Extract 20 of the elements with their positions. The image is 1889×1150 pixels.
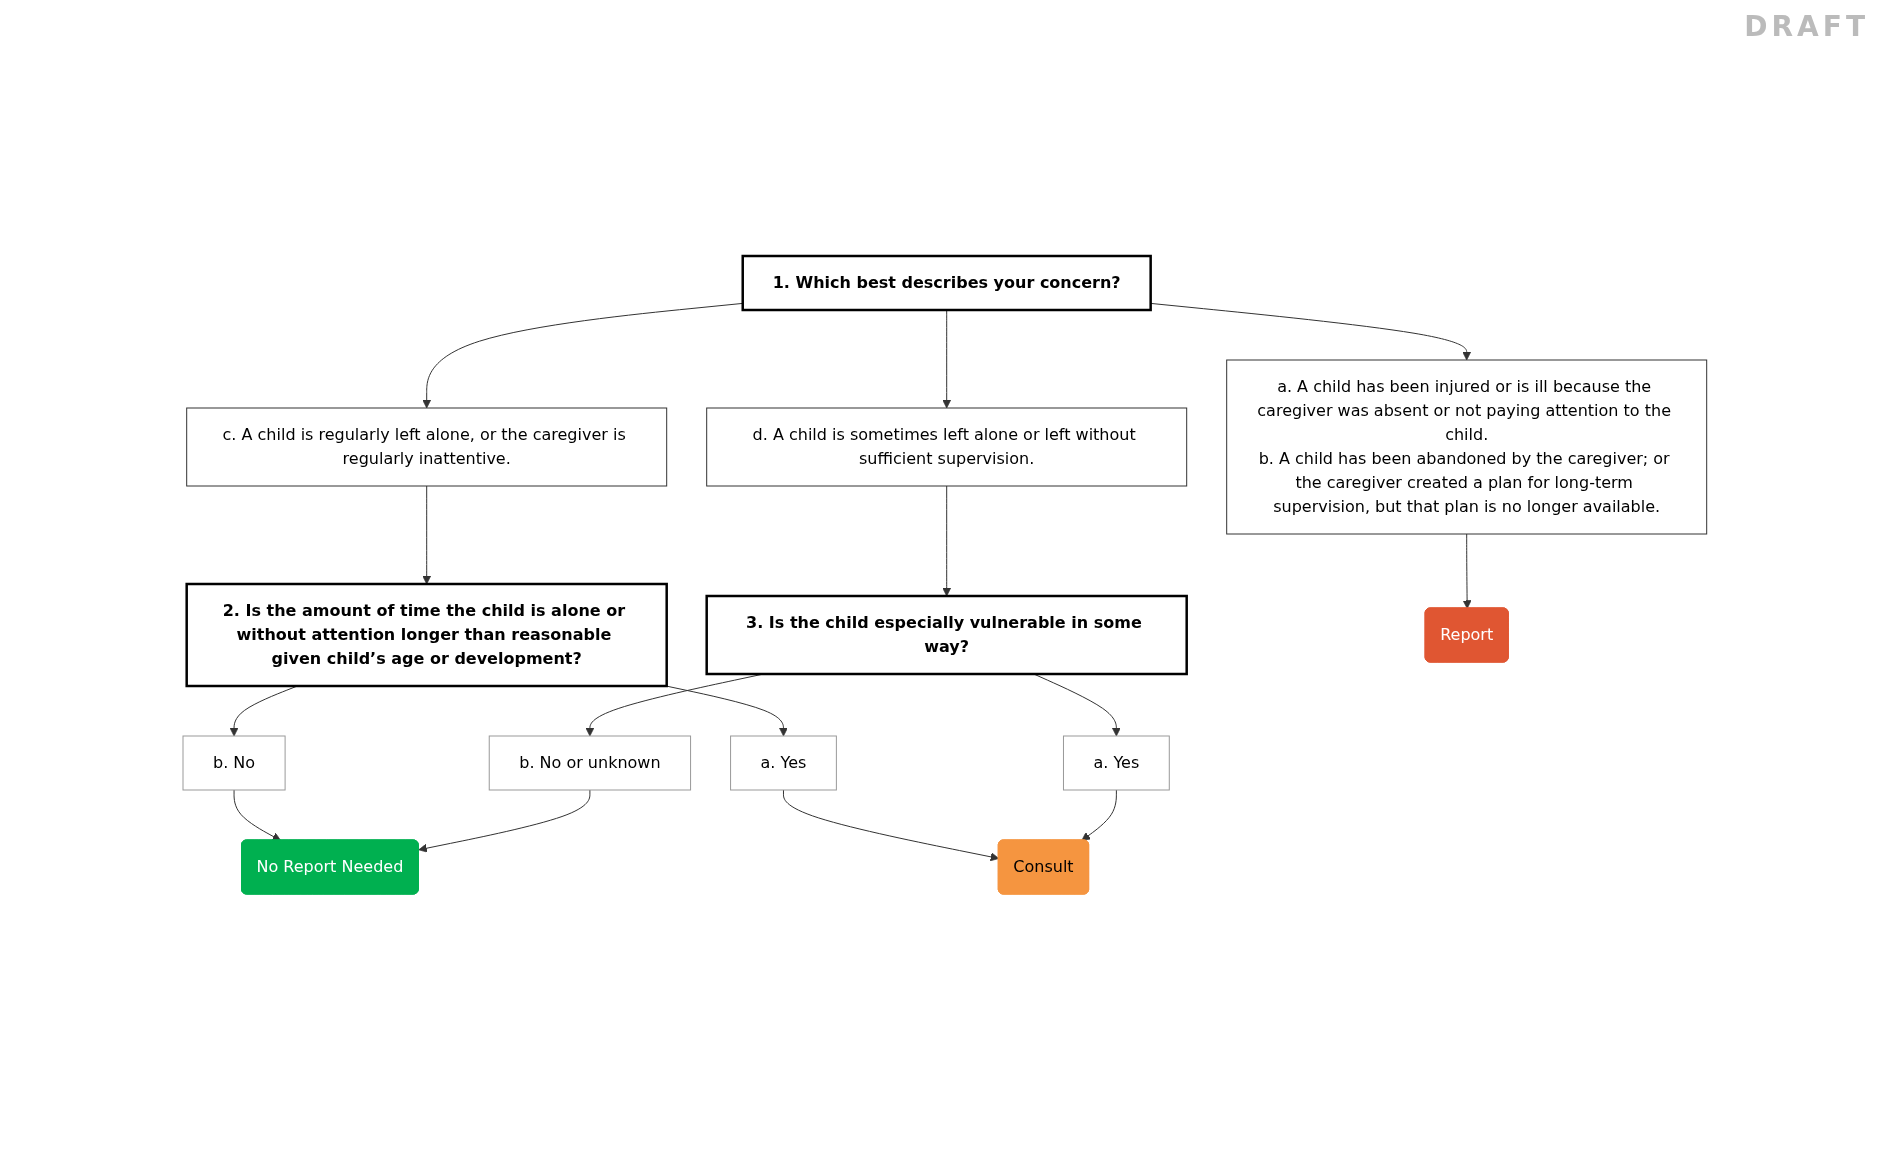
node-box: a. Yes	[1062, 735, 1170, 791]
arrow	[941, 485, 951, 597]
arrow	[233, 789, 281, 841]
node-box: 2. Is the amount of time the child is alone or without attention longer than reasonable given child’s age or development?	[185, 582, 668, 688]
node-box: d. A child is sometimes left alone or left without sufficient supervision.	[705, 407, 1187, 487]
arrow	[1081, 789, 1117, 841]
node-box: c. A child is regularly left alone, or the caregiver is regularly inattentive.	[185, 407, 667, 487]
arrow	[421, 485, 431, 585]
node-box: 1. Which best describes your concern?	[741, 254, 1152, 312]
arrow	[421, 302, 743, 409]
arrow	[665, 685, 788, 737]
node-box: 3. Is the child especially vulnerable in some way?	[705, 594, 1188, 676]
node-box: b. No	[182, 735, 286, 791]
arrow	[782, 789, 999, 862]
arrow	[418, 789, 591, 853]
node-box: a. Yes	[729, 735, 837, 791]
node-box: b. No or unknown	[488, 735, 691, 791]
watermark-text: DRAFT	[1744, 10, 1869, 43]
node-box: a. A child has been injured or is ill because the caregiver was absent or not paying attention to the child. b. A child has been abandoned by the caregiver; or the caregiver created a plan for long-term supervision, but that plan is no longer available.	[1225, 359, 1707, 535]
arrow	[1462, 533, 1472, 609]
